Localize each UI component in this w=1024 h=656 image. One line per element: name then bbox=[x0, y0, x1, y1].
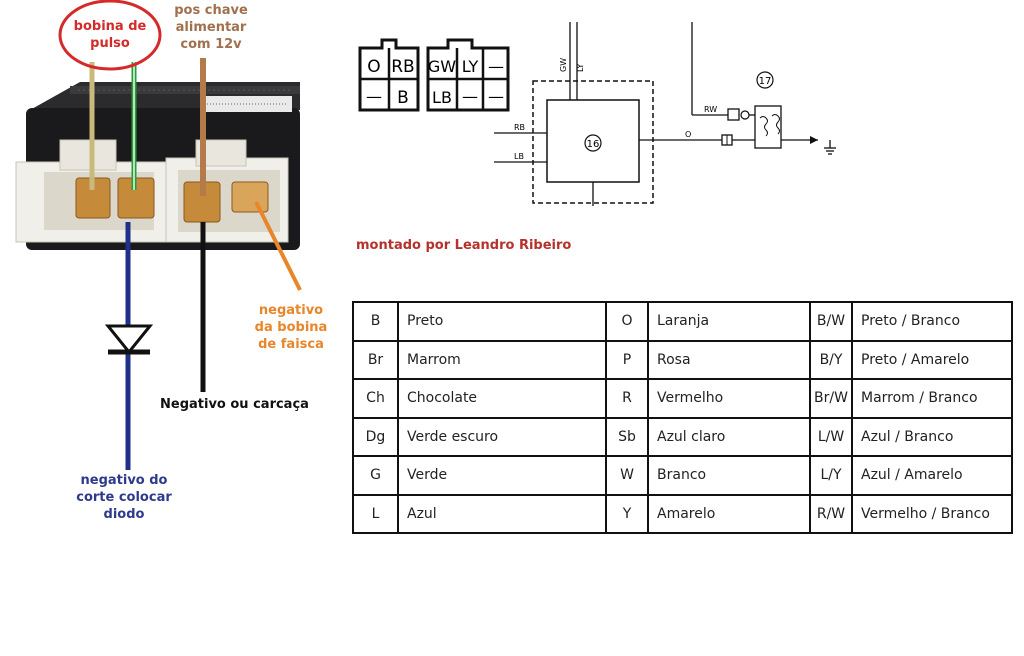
color-name-cell: Chocolate bbox=[397, 378, 607, 419]
color-name-cell: Laranja bbox=[647, 301, 811, 342]
pin-empty-r3: — bbox=[488, 87, 504, 106]
pin-empty-left: — bbox=[366, 87, 382, 106]
pin-empty-r1: — bbox=[488, 57, 504, 76]
spark-coil-negative-label: negativo da bobina de faisca bbox=[254, 303, 328, 352]
color-name-cell: Verde bbox=[397, 455, 607, 496]
ground-label: Negativo ou carcaça bbox=[160, 397, 309, 412]
color-code-cell: Ch bbox=[352, 378, 399, 419]
color-name-cell: Marrom / Branco bbox=[851, 378, 1013, 419]
pin-gw: GW bbox=[428, 57, 456, 76]
pin-b: B bbox=[397, 88, 409, 108]
color-code-cell: R/W bbox=[809, 493, 853, 534]
color-code-cell: Dg bbox=[352, 416, 399, 457]
color-name-cell: Verde escuro bbox=[397, 416, 607, 457]
pulse-coil-highlight bbox=[58, 0, 162, 71]
pin-rb: RB bbox=[391, 57, 414, 77]
color-name-cell: Vermelho / Branco bbox=[851, 493, 1013, 534]
color-code-cell: O bbox=[605, 301, 649, 342]
color-name-cell: Azul / Amarelo bbox=[851, 455, 1013, 496]
color-code-cell: P bbox=[605, 339, 649, 380]
color-code-cell: R bbox=[605, 378, 649, 419]
diode-symbol bbox=[104, 324, 154, 355]
pin-lb: LB bbox=[432, 88, 452, 107]
color-code-cell: Sb bbox=[605, 416, 649, 457]
color-name-cell: Preto / Amarelo bbox=[851, 339, 1013, 380]
cutoff-negative-label: negativo do corte colocar diodo bbox=[76, 473, 172, 522]
unit-16-label: 16 bbox=[587, 139, 600, 150]
pin-o: O bbox=[367, 57, 380, 77]
connector-pinouts: O RB — B GW LY — LB — — bbox=[358, 38, 510, 112]
color-code-cell: L/W bbox=[809, 416, 853, 457]
wire-lb-label: LB bbox=[514, 152, 524, 161]
pulse-coil-label: bobina de pulso bbox=[73, 19, 147, 51]
cdi-illustration bbox=[15, 0, 302, 470]
wire-rb-label: RB bbox=[514, 123, 525, 132]
color-name-cell: Branco bbox=[647, 455, 811, 496]
color-name-cell: Preto / Branco bbox=[851, 301, 1013, 342]
color-name-cell: Rosa bbox=[647, 339, 811, 380]
color-code-cell: B bbox=[352, 301, 399, 342]
color-name-cell: Azul bbox=[397, 493, 607, 534]
color-code-cell: B/Y bbox=[809, 339, 853, 380]
color-name-cell: Amarelo bbox=[647, 493, 811, 534]
wire-gw-label: GW bbox=[559, 58, 568, 72]
color-code-cell: Y bbox=[605, 493, 649, 534]
color-code-cell: L/Y bbox=[809, 455, 853, 496]
color-code-cell: W bbox=[605, 455, 649, 496]
wire-ly-label: LY bbox=[576, 64, 585, 72]
unit-17-label: 17 bbox=[759, 76, 772, 87]
cdi-dashed-boundary bbox=[532, 80, 654, 204]
wire-rw-label: RW bbox=[704, 105, 717, 114]
color-name-cell: Azul / Branco bbox=[851, 416, 1013, 457]
spark-coil-arrow bbox=[254, 201, 302, 291]
color-code-cell: Br bbox=[352, 339, 399, 380]
credit-text: montado por Leandro Ribeiro bbox=[356, 238, 572, 253]
color-name-cell: Azul claro bbox=[647, 416, 811, 457]
color-name-cell: Preto bbox=[397, 301, 607, 342]
unit-16-box bbox=[546, 99, 640, 183]
color-code-cell: G bbox=[352, 455, 399, 496]
wire-o-label: O bbox=[685, 130, 691, 139]
color-code-cell: B/W bbox=[809, 301, 853, 342]
pin-empty-r2: — bbox=[462, 87, 478, 106]
color-name-cell: Vermelho bbox=[647, 378, 811, 419]
pin-ly: LY bbox=[462, 57, 479, 76]
ignition-key-label: pos chave alimentar com 12v bbox=[174, 3, 248, 52]
color-code-cell: L bbox=[352, 493, 399, 534]
color-name-cell: Marrom bbox=[397, 339, 607, 380]
wiring-schematic: 16 GW LY RB LB O RW 17 bbox=[494, 22, 836, 206]
color-code-cell: Br/W bbox=[809, 378, 853, 419]
